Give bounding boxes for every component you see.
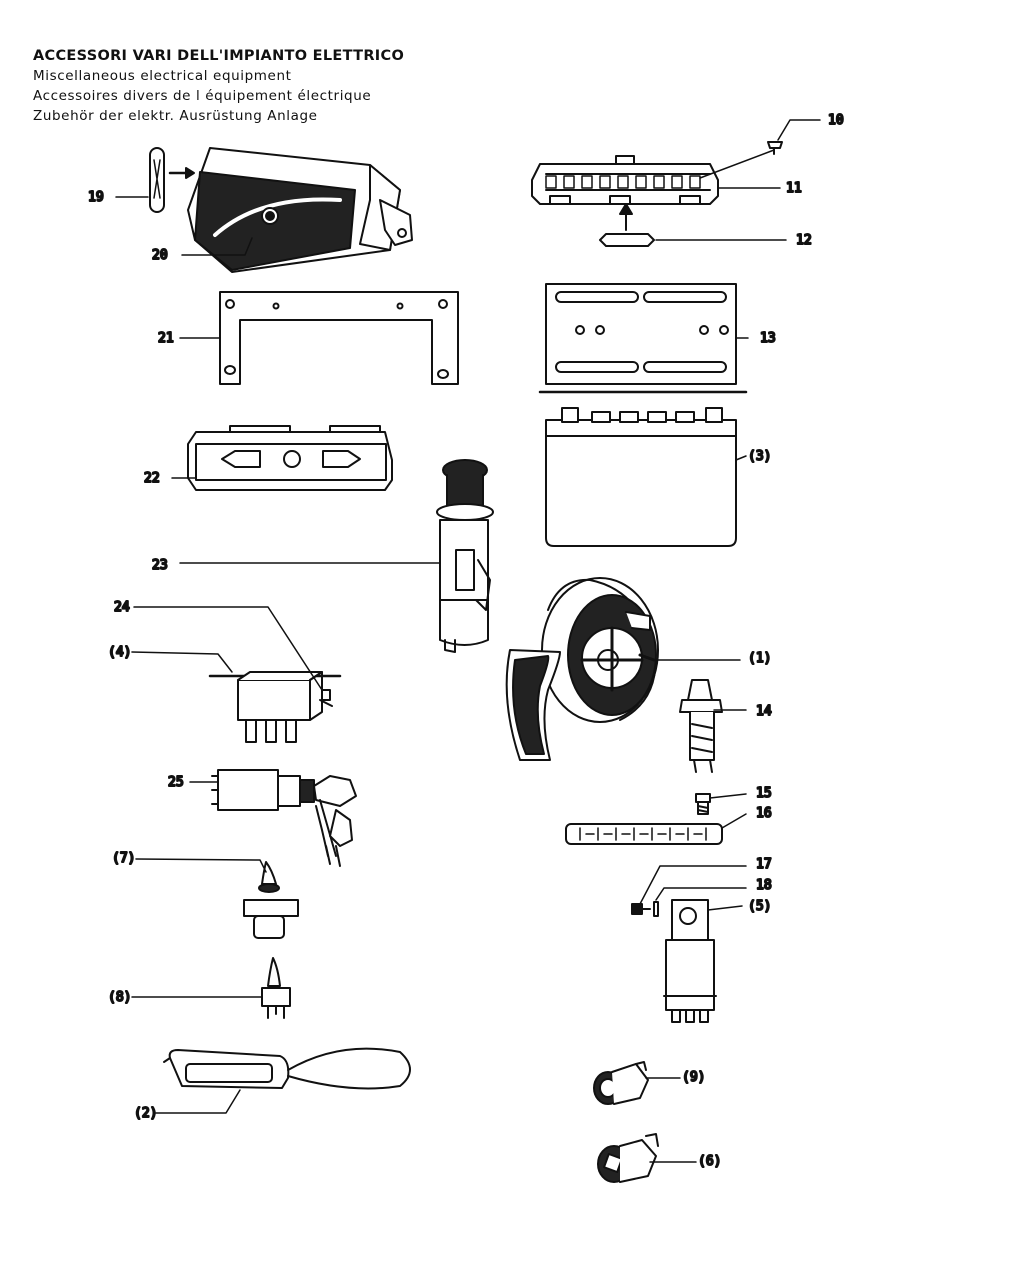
part-4-relay (208, 671, 342, 743)
callout-21: 21 (158, 331, 174, 346)
part-25-ignition-switch (211, 769, 357, 867)
callout-13: 13 (760, 331, 776, 346)
part-20-housing (187, 147, 413, 273)
part-5-flasher-unit (663, 899, 717, 1023)
part-7-toggle-switch (243, 861, 299, 939)
leader-10 (777, 119, 821, 141)
part-11-fuse-box (531, 155, 719, 205)
part-12-fuse (599, 233, 655, 247)
part-2-fuse-holder (163, 1047, 411, 1090)
part-15-screw (695, 793, 711, 815)
callout-3: (3) (748, 449, 771, 464)
title-german: Zubehör der elektr. Ausrüstung Anlage (33, 108, 318, 124)
part-16-fuse-strip (565, 823, 723, 845)
part-13-battery-tray (538, 283, 748, 394)
part-19-bulb (149, 147, 195, 213)
callout-5: (5) (748, 899, 771, 914)
leader-15 (709, 793, 747, 799)
part-10-screw (767, 141, 783, 155)
callout-12: 12 (796, 233, 812, 248)
header: ACCESSORI VARI DELL'IMPIANTO ELETTRICO M… (33, 46, 533, 126)
leader-11-arm (699, 149, 775, 179)
leader-lines (115, 119, 821, 1163)
callout-10: 10 (828, 113, 844, 128)
part-6-socket (597, 1133, 659, 1183)
callout-7: (7) (112, 851, 135, 866)
callout-16: 16 (756, 806, 772, 821)
callout-8: (8) (108, 990, 131, 1005)
title-english: Miscellaneous electrical equipment (33, 68, 292, 84)
leader-5 (707, 905, 743, 911)
part-17-screw (631, 903, 651, 915)
leader-3 (735, 455, 747, 461)
callout-25: 25 (168, 775, 184, 790)
part-8-toggle-switch (261, 957, 291, 1019)
leader-2 (155, 1089, 241, 1114)
part-23-switch (436, 459, 494, 653)
leader-16 (721, 813, 747, 829)
leader-24 (133, 606, 323, 691)
callout-15: 15 (756, 786, 772, 801)
title-french: Accessoires divers de l équipement élect… (33, 88, 372, 104)
callout-20: 20 (152, 248, 168, 263)
callout-4: (4) (108, 645, 131, 660)
part-14-door-switch (679, 679, 723, 773)
leader-17 (639, 865, 747, 905)
part-3-battery (545, 407, 737, 547)
callout-17: 17 (756, 857, 772, 872)
callout-1: (1) (748, 651, 771, 666)
callout-6: (6) (698, 1154, 721, 1169)
callout-11: 11 (786, 181, 802, 196)
callout-9: (9) (682, 1070, 705, 1085)
leader-7 (135, 858, 267, 873)
callout-23: 23 (152, 558, 168, 573)
arrow-head-fuse (619, 203, 633, 215)
leader-20 (181, 237, 253, 256)
callout-24: 24 (114, 600, 130, 615)
callout-14: 14 (756, 704, 772, 719)
title-italian: ACCESSORI VARI DELL'IMPIANTO ELETTRICO (33, 48, 405, 64)
callout-19: 19 (88, 190, 104, 205)
part-1-horn (505, 577, 659, 761)
part-21-bracket (219, 291, 459, 385)
callout-18: 18 (756, 878, 772, 893)
leader-4 (131, 651, 233, 673)
part-9-socket (593, 1061, 649, 1105)
part-22-lamp-panel (187, 425, 393, 491)
leader-18 (655, 887, 747, 901)
callout-2: (2) (134, 1106, 157, 1121)
callout-22: 22 (144, 471, 160, 486)
part-18-washer (653, 901, 659, 917)
